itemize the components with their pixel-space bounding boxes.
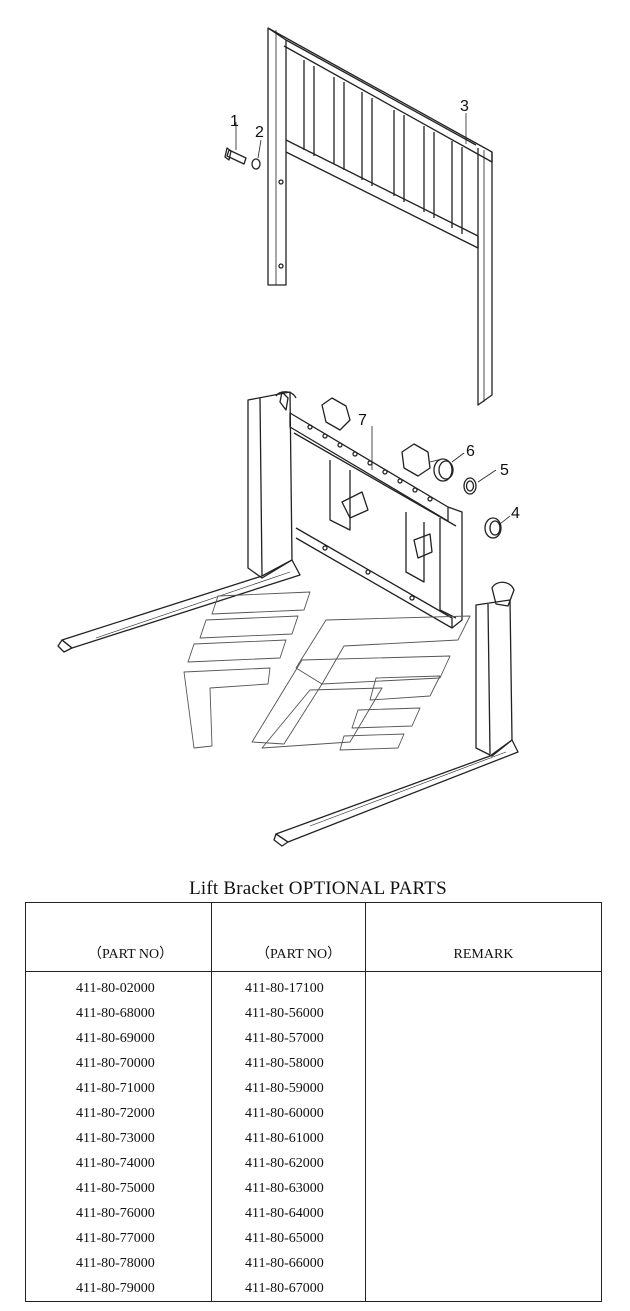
part-no-cell: 411-80-69000: [25, 1026, 212, 1051]
part-no-cell: 411-80-60000: [211, 1101, 366, 1126]
part-no-cell: 411-80-73000: [25, 1126, 212, 1151]
remark-cell: [365, 1151, 602, 1176]
remark-cell: [365, 1076, 602, 1101]
part-no-cell: 411-80-59000: [211, 1076, 366, 1101]
part-no-cell: 411-80-79000: [25, 1276, 212, 1302]
part-no-cell: 411-80-65000: [211, 1226, 366, 1251]
table-header-row: （PART NO） （PART NO） REMARK: [25, 902, 602, 972]
right-fork: [273, 581, 519, 847]
header-part-no-1: （PART NO）: [25, 902, 212, 972]
callout-5: 5: [500, 462, 509, 479]
callout-4: 4: [511, 505, 520, 522]
part-no-cell: 411-80-02000: [25, 971, 212, 1001]
part-no-cell: 411-80-67000: [211, 1276, 366, 1302]
part-no-cell: 411-80-76000: [25, 1201, 212, 1226]
callout-labels: 1 2 3 4 5 6 7: [230, 98, 520, 522]
leader-lines: [371, 113, 511, 525]
callout-3: 3: [460, 98, 469, 115]
part-no-cell: 411-80-72000: [25, 1101, 212, 1126]
remark-cell: [365, 971, 602, 1001]
callout-2: 2: [255, 124, 264, 141]
part-no-cell: 411-80-75000: [25, 1176, 212, 1201]
remark-cell: [365, 1126, 602, 1151]
part-no-cell: 411-80-63000: [211, 1176, 366, 1201]
header-part-no-2: （PART NO）: [211, 902, 366, 972]
bolt-and-washer: [224, 122, 262, 170]
part-no-cell: 411-80-17100: [211, 971, 366, 1001]
part-no-cell: 411-80-56000: [211, 1001, 366, 1026]
part-no-cell: 411-80-77000: [25, 1226, 212, 1251]
remark-cell: [365, 1201, 602, 1226]
table-title: Lift Bracket OPTIONAL PARTS: [189, 878, 447, 899]
callout-1: 1: [230, 113, 239, 130]
remark-cell: [365, 1051, 602, 1076]
header-remark: REMARK: [365, 902, 602, 972]
left-fork: [57, 391, 301, 653]
carriage-frame: [289, 397, 463, 629]
part-no-cell: 411-80-74000: [25, 1151, 212, 1176]
part-no-cell: 411-80-71000: [25, 1076, 212, 1101]
watermark-emblem: [183, 591, 471, 751]
remark-cell: [365, 1276, 602, 1302]
load-backrest: [267, 27, 493, 406]
remark-cell: [365, 1001, 602, 1026]
remark-cell: [365, 1251, 602, 1276]
part-no-cell: 411-80-58000: [211, 1051, 366, 1076]
callout-7: 7: [358, 412, 367, 429]
part-no-cell: 411-80-66000: [211, 1251, 366, 1276]
pad-ring-collar: [429, 458, 502, 539]
part-no-cell: 411-80-78000: [25, 1251, 212, 1276]
exploded-parts-drawing: 1 2 3 4 5 6 7: [57, 27, 520, 847]
remark-cell: [365, 1101, 602, 1126]
part-no-cell: 411-80-61000: [211, 1126, 366, 1151]
part-no-cell: 411-80-70000: [25, 1051, 212, 1076]
remark-cell: [365, 1176, 602, 1201]
callout-6: 6: [466, 443, 475, 460]
remark-cell: [365, 1226, 602, 1251]
part-no-cell: 411-80-68000: [25, 1001, 212, 1026]
part-no-cell: 411-80-57000: [211, 1026, 366, 1051]
part-no-cell: 411-80-62000: [211, 1151, 366, 1176]
remark-cell: [365, 1026, 602, 1051]
part-no-cell: 411-80-64000: [211, 1201, 366, 1226]
